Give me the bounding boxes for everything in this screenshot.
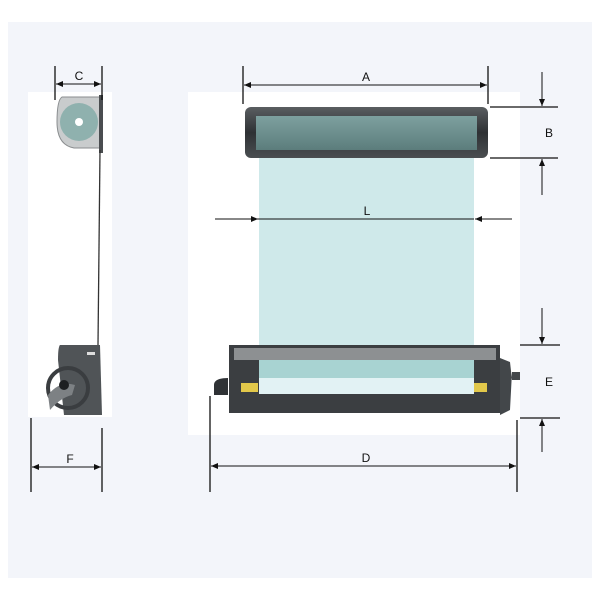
label-l: L — [364, 204, 371, 218]
fabric — [259, 150, 474, 350]
dimension-a: A — [242, 66, 489, 104]
left-latch — [241, 383, 258, 392]
dimension-l: L — [215, 204, 512, 222]
left-handle — [214, 378, 228, 395]
label-f: F — [66, 452, 73, 466]
dimension-b: B — [490, 72, 558, 195]
dimension-e: E — [520, 308, 560, 452]
label-d: D — [362, 451, 371, 465]
right-handle — [500, 358, 520, 415]
right-latch — [474, 383, 487, 392]
label-a: A — [362, 70, 370, 84]
label-c: C — [75, 69, 84, 83]
crank-hub — [59, 380, 69, 390]
dimension-c: C — [54, 66, 103, 100]
label-e: E — [545, 375, 553, 389]
dimension-f: F — [30, 418, 103, 492]
crank-wheel — [46, 366, 90, 410]
front-view — [214, 107, 520, 415]
bottom-bar — [234, 348, 496, 360]
bottom-unit-housing — [58, 345, 102, 415]
cassette-roller — [256, 116, 477, 150]
bottom-fabric-roll — [259, 378, 474, 394]
dimension-d: D — [209, 396, 518, 492]
fabric-side-line — [97, 149, 101, 346]
side-view — [46, 95, 103, 415]
label-b: B — [545, 126, 553, 140]
